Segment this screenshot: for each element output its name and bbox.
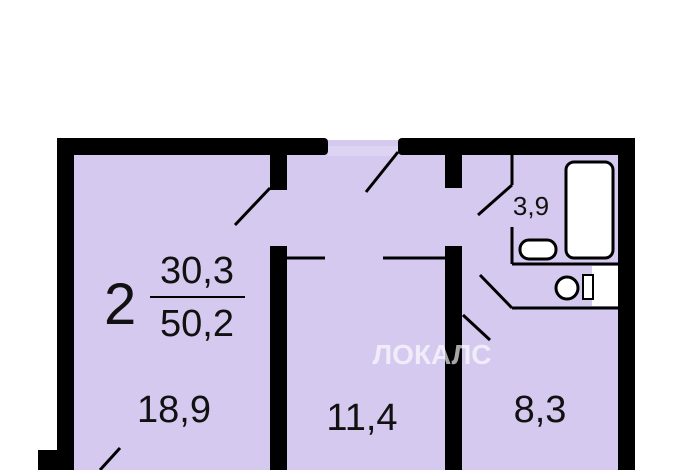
toilet-tank-icon [592,266,618,306]
room-large-area: 18,9 [137,389,211,431]
toilet-bowl-icon [554,275,580,301]
walls [38,138,635,470]
rooms-count: 2 [104,272,136,337]
living-area: 30,3 [160,250,234,292]
thin-walls-and-doors [98,151,620,470]
entrance-opening [328,146,398,156]
total-area: 50,2 [160,303,234,345]
sink-icon [518,238,558,261]
toilet-seat-icon [582,274,594,300]
kitchen-area: 8,3 [514,389,567,431]
bathroom-area: 3,9 [513,191,549,221]
bathtub-icon [564,160,615,260]
watermark: ЛОКАЛС [373,339,492,370]
floor-fill [60,140,632,470]
room-small-area: 11,4 [326,397,397,439]
